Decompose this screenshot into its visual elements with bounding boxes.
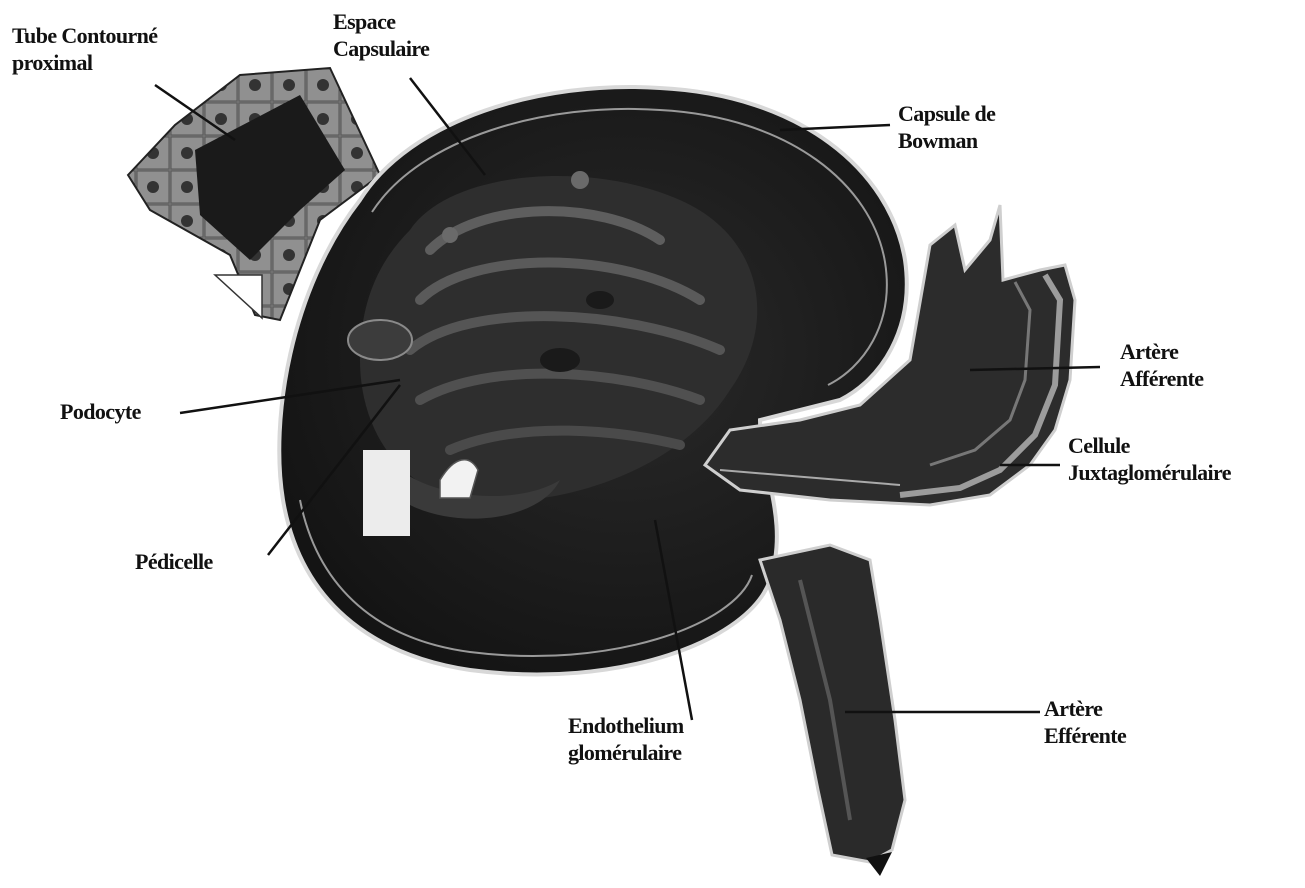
label-tube-line2: proximal: [12, 49, 157, 76]
label-efferente-line2: Efférente: [1044, 722, 1126, 749]
label-afferente-line1: Artère: [1120, 338, 1203, 365]
label-efferente-line1: Artère: [1044, 695, 1126, 722]
label-podocyte-line1: Podocyte: [60, 398, 141, 425]
efferent-artery: [760, 545, 905, 876]
label-pedicelle-line1: Pédicelle: [135, 548, 213, 575]
label-cellule-juxtaglomerulaire: Cellule Juxtaglomérulaire: [1068, 432, 1231, 486]
label-afferente-line2: Afférente: [1120, 365, 1203, 392]
label-espace-line2: Capsulaire: [333, 35, 429, 62]
tubule-cut-corner: [215, 275, 262, 318]
label-endothelium-line1: Endothelium: [568, 712, 684, 739]
label-artere-afferente: Artère Afférente: [1120, 338, 1203, 392]
label-endothelium-line2: glomérulaire: [568, 739, 684, 766]
label-capsule-line1: Capsule de: [898, 100, 995, 127]
label-podocyte: Podocyte: [60, 398, 141, 425]
label-capsule-line2: Bowman: [898, 127, 995, 154]
label-tube-line1: Tube Contourné: [12, 22, 157, 49]
label-pedicelle: Pédicelle: [135, 548, 213, 575]
label-capsule-de-bowman: Capsule de Bowman: [898, 100, 995, 154]
label-espace-capsulaire: Espace Capsulaire: [333, 8, 429, 62]
label-cellule-line1: Cellule: [1068, 432, 1231, 459]
label-espace-line1: Espace: [333, 8, 429, 35]
label-tube-contourne-proximal: Tube Contourné proximal: [12, 22, 157, 76]
label-endothelium-glomerulaire: Endothelium glomérulaire: [568, 712, 684, 766]
label-cellule-line2: Juxtaglomérulaire: [1068, 459, 1231, 486]
label-artere-efferente: Artère Efférente: [1044, 695, 1126, 749]
